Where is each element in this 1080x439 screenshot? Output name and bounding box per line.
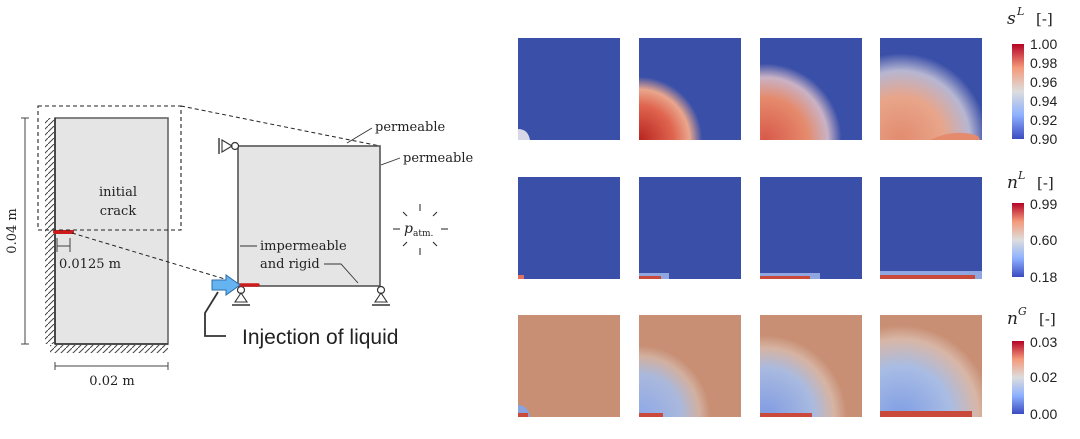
atmospheric-pressure-symbol: p atm. [393,204,448,255]
cbar-nL-tick-0: 0.99 [1030,196,1057,212]
cbar-sL-sup: L [1016,5,1024,18]
label-impermeable: impermeable [260,239,347,254]
label-p-sub: atm. [413,229,434,239]
panel-nG-3 [760,315,862,417]
panel-nL-3 [760,177,862,279]
cbar-nL-sup: L [1017,169,1025,182]
label-initial: initial [99,185,137,200]
colorbar-nL: n L [-] 0.99 0.60 0.18 [1007,169,1057,285]
cbar-nG-tick-2: 0.00 [1030,406,1057,422]
cbar-nL-unit: [-] [1037,174,1054,192]
cbar-nG-sup: G [1018,305,1027,318]
injection-arrow-icon [211,274,241,296]
row-nL [518,177,982,279]
colorbar-sL: s L [-] 1.00 0.98 0.96 0.94 0.92 0.90 [1007,5,1057,147]
cbar-sL-tick-0: 1.00 [1030,36,1057,52]
dim-width: 0.02 m [89,374,134,389]
zoom-schematic: Injection of liquid permeable permeable … [204,120,473,349]
row-nG [518,315,982,417]
full-domain [54,117,169,345]
cbar-nG-tick-0: 0.03 [1030,334,1057,350]
dim-height: 0.04 m [5,208,20,253]
cbar-sL-unit: [-] [1036,10,1053,28]
cbar-nL-tick-1: 0.60 [1030,232,1057,248]
colorbar-nG: n G [-] 0.03 0.02 0.00 [1007,305,1057,422]
panel-nG-2 [639,315,741,417]
cbar-nG-unit: [-] [1039,310,1056,328]
panel-nG-4 [880,315,982,417]
cbar-sL-scale [1012,44,1024,139]
panel-sL-3 [760,38,862,140]
dim-crack-pos: 0.0125 m [59,257,121,272]
cbar-nL-symbol: n [1007,173,1018,193]
label-rigid: and rigid [260,257,320,272]
bottom-right-support [372,285,390,306]
injection-leader [204,291,226,337]
panel-nG-1 [518,315,620,417]
label-crack: crack [100,204,137,219]
cbar-sL-tick-1: 0.98 [1030,55,1057,71]
panel-sL-4 [880,38,982,140]
label-injection: Injection of liquid [242,326,398,349]
results-grid [518,38,982,417]
cbar-sL-tick-3: 0.94 [1030,93,1057,109]
cbar-sL-symbol: s [1007,9,1016,29]
cbar-nG-tick-1: 0.02 [1030,369,1057,385]
cbar-nL-tick-2: 0.18 [1030,269,1057,285]
zoom-window [37,105,182,231]
row-sL [518,38,982,140]
domain-schematic: initial crack 0.04 m 0.0125 m 0.02 m [5,105,381,389]
bottom-left-support [232,285,250,306]
cbar-sL-tick-2: 0.96 [1030,74,1057,90]
cbar-nG-symbol: n [1007,309,1018,329]
cbar-nL-scale [1012,203,1024,277]
top-left-support [218,138,240,154]
label-p: p [404,221,413,237]
label-permeable-right: permeable [403,151,473,166]
cbar-nG-scale [1012,341,1024,414]
cbar-sL-tick-4: 0.92 [1030,112,1057,128]
crack-position-dimension: 0.0125 m [56,238,121,272]
panel-nL-2 [639,177,741,279]
panel-nL-4 [880,177,982,279]
panel-sL-2 [639,38,741,140]
panel-sL-1 [518,38,620,140]
height-dimension: 0.04 m [5,117,29,345]
left-wall-hatch [45,118,54,344]
bottom-wall-hatch [50,345,168,353]
cbar-sL-tick-5: 0.90 [1030,131,1057,147]
width-dimension: 0.02 m [54,362,169,389]
panel-nL-1 [518,177,620,279]
label-permeable-top: permeable [375,120,445,135]
zoom-domain [237,145,381,287]
